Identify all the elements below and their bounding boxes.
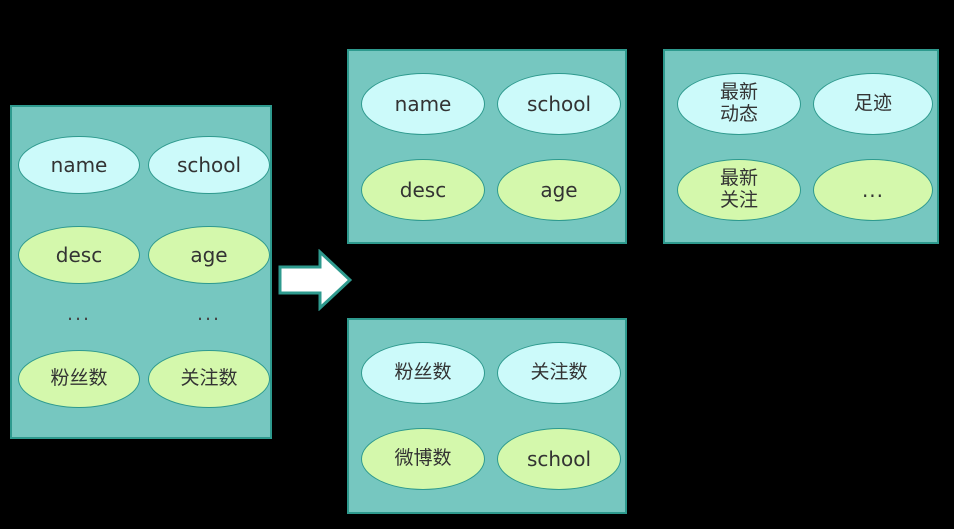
node-desc[interactable]: desc	[361, 159, 485, 221]
node-name[interactable]: name	[361, 73, 485, 135]
node-school[interactable]: school	[148, 136, 270, 194]
node-latest-following[interactable]: 最新 关注	[677, 159, 801, 221]
node-footprint[interactable]: 足迹	[813, 73, 933, 135]
node-latest-feed[interactable]: 最新 动态	[677, 73, 801, 135]
ellipsis-right: ...	[196, 303, 222, 325]
stats-group-box: 粉丝数 关注数 微博数 school	[347, 318, 627, 514]
source-group-box: name school desc age ... ... 粉丝数 关注数	[10, 105, 272, 439]
ellipsis-left: ...	[66, 303, 92, 325]
right-arrow-icon	[278, 249, 352, 311]
activity-group-box: 最新 动态 足迹 最新 关注 ...	[663, 49, 939, 244]
node-school[interactable]: school	[497, 428, 621, 490]
node-weibo-count[interactable]: 微博数	[361, 428, 485, 490]
node-fans-count[interactable]: 粉丝数	[18, 350, 140, 408]
node-following-count[interactable]: 关注数	[148, 350, 270, 408]
node-school[interactable]: school	[497, 73, 621, 135]
node-name[interactable]: name	[18, 136, 140, 194]
node-following-count[interactable]: 关注数	[497, 342, 621, 404]
node-ellipsis[interactable]: ...	[813, 159, 933, 221]
profile-group-box: name school desc age	[347, 49, 627, 244]
node-fans-count[interactable]: 粉丝数	[361, 342, 485, 404]
node-desc[interactable]: desc	[18, 226, 140, 284]
node-age[interactable]: age	[497, 159, 621, 221]
node-age[interactable]: age	[148, 226, 270, 284]
